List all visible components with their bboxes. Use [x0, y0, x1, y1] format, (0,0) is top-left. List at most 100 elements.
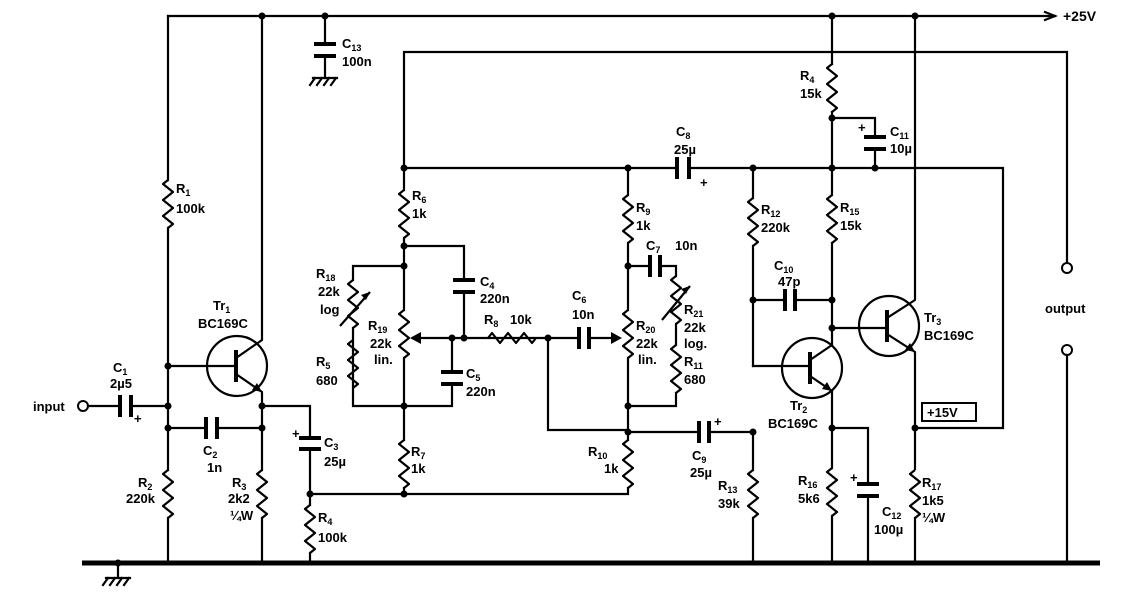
- r16-value: 5k6: [798, 491, 820, 506]
- c13-value: 100n: [342, 54, 372, 69]
- c11-value: 10µ: [890, 141, 912, 156]
- c3-plus: +: [292, 426, 300, 441]
- tr3-type: BC169C: [924, 328, 974, 343]
- c7-value: 10n: [675, 238, 697, 253]
- r8-label: R8: [484, 312, 498, 329]
- resistor-r18-variable: [339, 264, 406, 408]
- capacitor-c10: [751, 289, 834, 311]
- resistor-r7: [397, 404, 411, 496]
- capacitor-c7: [626, 255, 678, 278]
- capacitor-c5: [402, 336, 463, 408]
- r17-value: 1k5: [922, 493, 944, 508]
- resistor-r6: [397, 166, 411, 248]
- potentiometer-r19: [397, 244, 550, 408]
- transistor-tr3: [857, 16, 921, 470]
- r17-label: R17: [922, 475, 941, 492]
- c2-label: C2: [203, 443, 217, 460]
- c12-plus: +: [850, 470, 858, 485]
- r10-value: 1k: [604, 461, 619, 476]
- resistor-r11: [626, 344, 683, 408]
- r21-value: 22k: [684, 320, 706, 335]
- capacitor-c3: [260, 404, 321, 496]
- capacitor-c9: [626, 421, 755, 443]
- resistor-r10: [621, 439, 635, 489]
- input-terminal[interactable]: [77, 400, 89, 412]
- feedback-loop-wire: [402, 50, 1069, 430]
- output-terminal-top[interactable]: [1061, 262, 1073, 274]
- c6-value: 10n: [572, 307, 594, 322]
- bottom-return-wire: [308, 486, 630, 496]
- r15-value: 15k: [840, 218, 862, 233]
- resistor-r8: [487, 331, 537, 345]
- resistor-r4-bottom: [303, 492, 317, 565]
- capacitor-c4: [402, 244, 475, 340]
- r20-taper: lin.: [638, 352, 657, 367]
- output-terminal-bottom[interactable]: [1061, 344, 1073, 565]
- tr2-label: Tr2: [790, 398, 807, 415]
- r8-value: 10k: [510, 312, 532, 327]
- r11-label: R11: [684, 354, 703, 371]
- resistor-r21-variable: [661, 275, 691, 347]
- supply-rail: [166, 10, 1058, 22]
- c6-label: C6: [572, 288, 586, 305]
- c10-label: C10: [774, 258, 793, 275]
- c8-value: 25µ: [674, 142, 696, 157]
- r9-label: R9: [636, 200, 650, 217]
- capacitor-c2: [166, 417, 264, 439]
- r9-value: 1k: [636, 218, 651, 233]
- resistor-r2: [161, 364, 175, 565]
- ground-rail: [82, 560, 1100, 587]
- r4-top-label: R4: [800, 68, 814, 85]
- c12-label: C12: [882, 504, 901, 521]
- c8-plus: +: [700, 175, 708, 190]
- c8-label: C8: [676, 124, 690, 141]
- c4-label: C4: [480, 274, 494, 291]
- r17-rating: ¼W: [922, 510, 946, 525]
- r1-value: 100k: [176, 201, 206, 216]
- resistor-r4-top: [825, 14, 839, 170]
- r16-label: R16: [798, 473, 817, 490]
- supply-voltage-label: +25V: [1063, 8, 1097, 24]
- r6-value: 1k: [412, 206, 427, 221]
- input-label: input: [33, 399, 65, 414]
- capacitor-c8: [675, 157, 691, 179]
- c12-value: 100µ: [874, 522, 903, 537]
- resistor-r17: [908, 469, 922, 565]
- r5-label: R5: [316, 354, 330, 371]
- resistor-r3: [255, 404, 269, 565]
- r12-label: R12: [761, 202, 780, 219]
- c5-label: C5: [466, 366, 480, 383]
- r4-top-value: 15k: [800, 86, 822, 101]
- r13-value: 39k: [718, 496, 740, 511]
- c1-plus: +: [134, 411, 142, 426]
- r4-bottom-label: R4: [318, 510, 332, 527]
- resistor-r9: [621, 166, 635, 312]
- r19-taper: lin.: [374, 352, 393, 367]
- r3-label: R3: [232, 475, 246, 492]
- r10-label: R10: [588, 444, 607, 461]
- r2-label: R2: [138, 475, 152, 492]
- resistor-r5: [346, 339, 360, 389]
- resistor-r16: [825, 426, 839, 565]
- r12-value: 220k: [761, 220, 791, 235]
- capacitor-c13: [308, 14, 339, 87]
- resistor-r15: [825, 166, 862, 347]
- junction-dots: [114, 12, 919, 567]
- capacitor-c6: [546, 327, 630, 432]
- r19-value: 22k: [370, 336, 392, 351]
- r21-taper: log.: [684, 336, 707, 351]
- c11-label: C11: [890, 124, 909, 141]
- resistor-r12: [746, 166, 760, 368]
- r18-taper: log: [320, 302, 340, 317]
- r11-value: 680: [684, 372, 706, 387]
- tr1-type: BC169C: [198, 316, 248, 331]
- tr3-label: Tr3: [924, 310, 941, 327]
- r18-value: 22k: [318, 284, 340, 299]
- c7-label: C7: [646, 238, 660, 255]
- regulated-voltage-label: +15V: [927, 405, 958, 420]
- c1-value: 2µ5: [110, 376, 132, 391]
- c1-label: C1: [113, 360, 127, 377]
- c9-label: C9: [692, 448, 706, 465]
- resistor-r13: [746, 430, 760, 565]
- regulated-voltage-box: [921, 402, 977, 422]
